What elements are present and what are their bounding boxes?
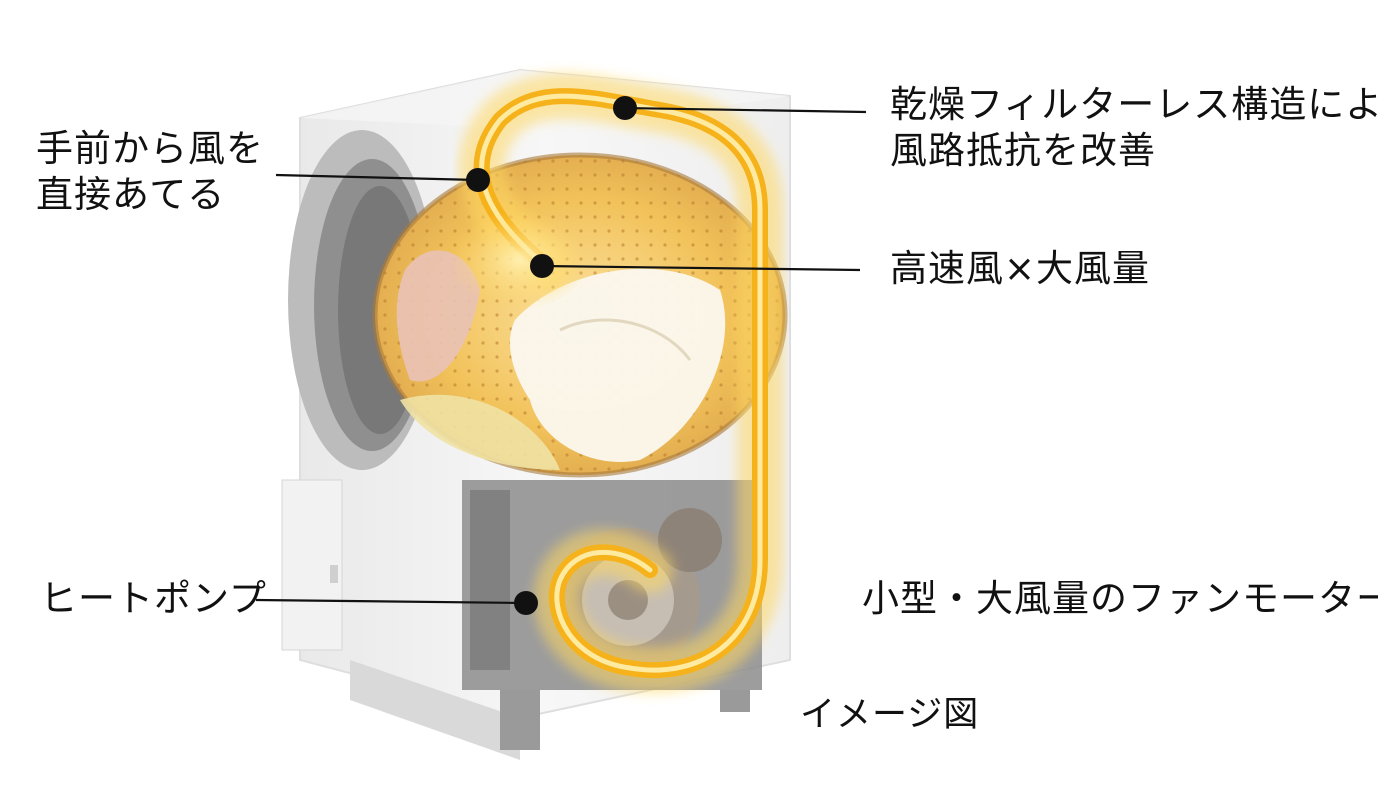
dot-front-air — [466, 168, 490, 192]
label-heat-pump: ヒートポンプ — [40, 576, 267, 622]
label-high-speed: 高速風×大風量 — [890, 246, 1150, 292]
label-front-air-line1: 手前から風を — [36, 126, 264, 172]
label-front-air-line2: 直接あてる — [36, 172, 264, 218]
label-filterless: 乾燥フィルターレス構造により 風路抵抗を改善 — [890, 82, 1378, 174]
label-fan-motor: 小型・大風量のファンモーター — [862, 576, 1378, 622]
label-filterless-line1: 乾燥フィルターレス構造により — [890, 82, 1378, 128]
label-image-note: イメージ図 — [800, 692, 979, 738]
label-front-air: 手前から風を 直接あてる — [36, 126, 264, 218]
dot-high-speed — [530, 254, 554, 278]
label-filterless-line2: 風路抵抗を改善 — [890, 128, 1378, 174]
dot-filterless — [613, 96, 637, 120]
dot-heat-pump — [514, 591, 538, 615]
